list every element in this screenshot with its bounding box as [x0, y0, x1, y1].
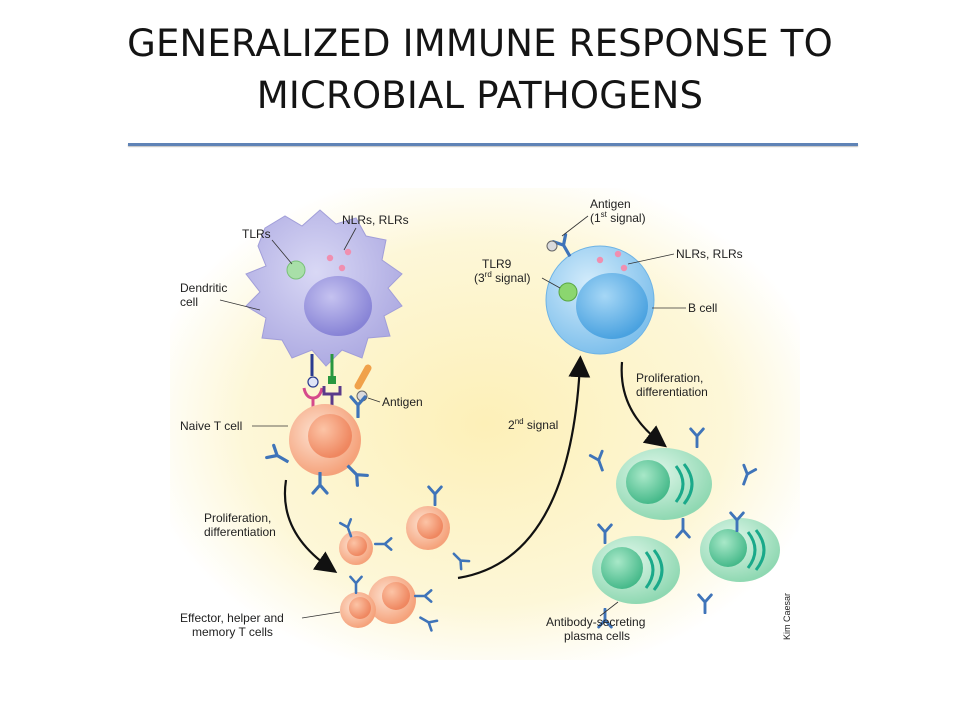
nlr-dot-icon — [338, 264, 346, 272]
arrow-b-proliferation — [620, 361, 667, 448]
label-second-signal: 2nd signal — [508, 417, 558, 432]
label-tlr9-2: (3rd signal) — [474, 270, 530, 285]
label-antigen-b-1: Antigen — [590, 197, 631, 211]
label-prolif-b-2: differentiation — [636, 385, 708, 399]
immune-response-diagram: TLRs NLRs, RLRs Dendritic cell Antigen N… — [170, 188, 800, 660]
nlr-dot-icon — [326, 254, 334, 262]
label-effector-2: memory T cells — [192, 625, 273, 639]
slide-title-line1: GENERALIZED IMMUNE RESPONSE TO — [127, 22, 833, 65]
effector-t-cells — [338, 485, 471, 632]
label-prolif-b-1: Proliferation, — [636, 371, 703, 385]
label-plasma-2: plasma cells — [564, 629, 630, 643]
tlr-receptor-icon — [286, 260, 306, 280]
label-dendritic-2: cell — [180, 295, 198, 309]
label-naive-t: Naive T cell — [180, 419, 242, 433]
slide-title: GENERALIZED IMMUNE RESPONSE TO MICROBIAL… — [0, 18, 960, 122]
label-tlr9-1: TLR9 — [482, 257, 512, 271]
diagram-svg: TLRs NLRs, RLRs Dendritic cell Antigen N… — [170, 188, 800, 660]
label-b-cell: B cell — [688, 301, 717, 315]
label-plasma-1: Antibody-secreting — [546, 615, 645, 629]
b-cell — [545, 233, 655, 355]
nlr-dot-icon — [344, 248, 352, 256]
credit-text: Kim Caesar — [782, 593, 792, 640]
label-prolif-t-1: Proliferation, — [204, 511, 271, 525]
label-tlrs: TLRs — [242, 227, 271, 241]
label-nlrs-rlrs-dc: NLRs, RLRs — [342, 213, 409, 227]
dendritic-cell — [245, 209, 403, 367]
label-dendritic-1: Dendritic — [180, 281, 227, 295]
title-underline — [128, 143, 858, 146]
label-antigen-dc: Antigen — [382, 395, 423, 409]
label-nlrs-rlrs-b: NLRs, RLRs — [676, 247, 743, 261]
label-antigen-b-2: (1st signal) — [590, 210, 646, 225]
arrow-t-proliferation — [283, 479, 338, 574]
label-prolif-t-2: differentiation — [204, 525, 276, 539]
mhc-tcr-complex — [302, 354, 372, 418]
arrow-second-signal — [457, 355, 591, 580]
plasma-cells — [588, 427, 780, 629]
label-effector-1: Effector, helper and — [180, 611, 284, 625]
naive-t-cell — [265, 404, 369, 495]
dendritic-nucleus — [304, 276, 372, 336]
slide-title-line2: MICROBIAL PATHOGENS — [256, 74, 704, 117]
